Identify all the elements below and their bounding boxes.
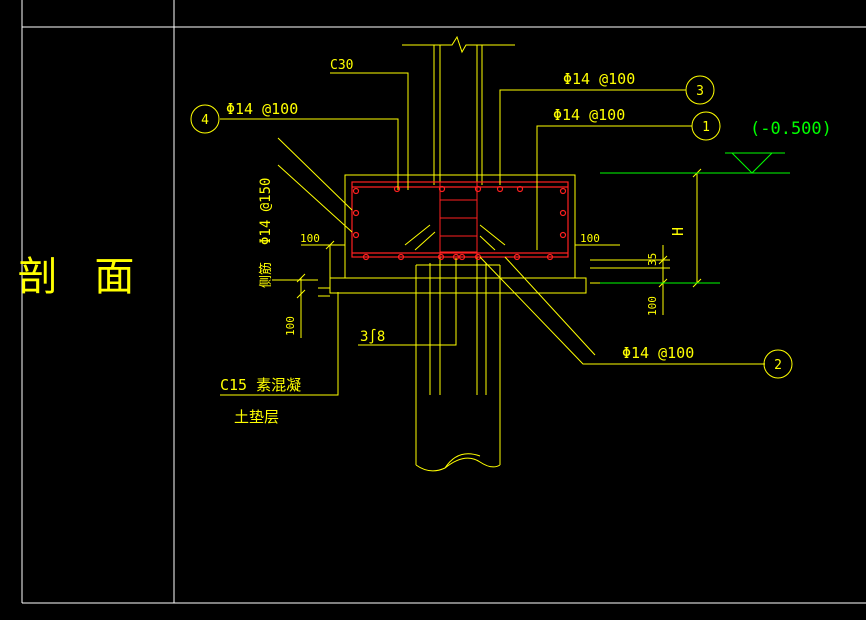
label-elevation: (-0.500) [750, 119, 832, 139]
label-rebar-right: Φ14 @100 [553, 106, 625, 124]
pile-outline [415, 263, 501, 472]
side-title: 剖 面 [18, 254, 147, 300]
rebar-dots [352, 185, 567, 261]
drawing-frame [21, 0, 866, 604]
label-bedding-line1: C15 素混凝 [220, 376, 301, 394]
label-dim-100-right: 100 [646, 296, 659, 316]
label-bedding-line2: 土垫层 [234, 408, 279, 426]
callout-4[interactable]: 4 [190, 104, 220, 134]
column-stirrups [439, 182, 478, 257]
callout-4-number: 4 [201, 113, 209, 128]
callout-3-number: 3 [696, 84, 704, 99]
callout-1[interactable]: 1 [691, 111, 721, 141]
label-side-bar-note: 侧筋 [258, 262, 274, 288]
callout-2[interactable]: 2 [763, 349, 793, 379]
anchor-bars [404, 224, 506, 251]
label-stirrup-note: 3∫8 [360, 328, 385, 345]
label-rebar-top: Φ14 @100 [563, 70, 635, 88]
label-rebar-bottom: Φ14 @100 [622, 344, 694, 362]
rebar-cage [351, 181, 569, 258]
label-rebar-side-vertical: Φ14 @150 [258, 178, 274, 245]
label-cover-right: 100 [580, 232, 600, 245]
annotation-labels: C30 Φ14 @100 Φ14 @100 Φ14 @100 Φ14 @100 … [220, 58, 694, 426]
pile-cap-outline [318, 174, 587, 297]
callout-2-number: 2 [774, 358, 782, 373]
label-dim-H: H [669, 227, 687, 236]
label-rebar-left: Φ14 @100 [226, 100, 298, 118]
elevation-marker [600, 152, 790, 284]
label-concrete-grade: C30 [330, 58, 353, 73]
label-dim-100-left: 100 [284, 316, 297, 336]
callout-3[interactable]: 3 [685, 75, 715, 105]
label-cover-left: 100 [300, 232, 320, 245]
leader-lines [220, 72, 765, 396]
label-dim-35: 35 [646, 253, 659, 266]
callout-1-number: 1 [702, 120, 710, 135]
column-outline [402, 35, 515, 395]
